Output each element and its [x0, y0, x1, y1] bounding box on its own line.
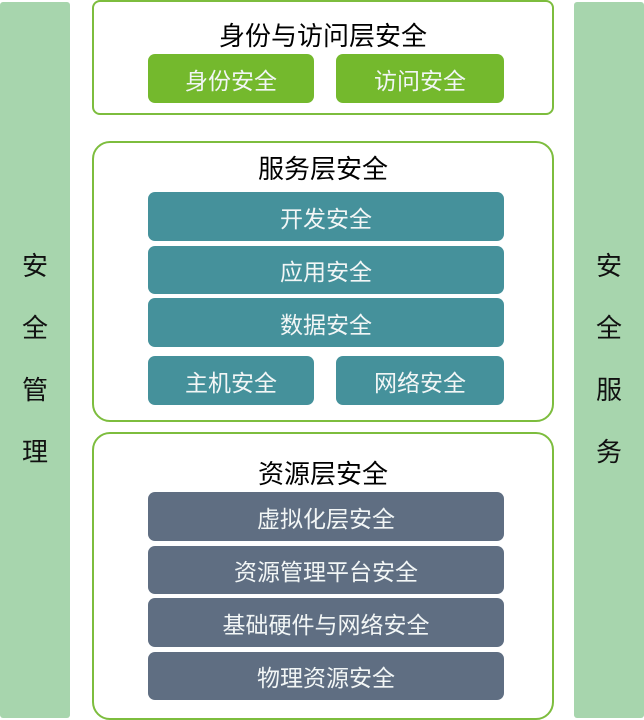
network-security-block: 网络安全 [336, 356, 504, 405]
security-service-bar: 安 全 服 务 [574, 2, 644, 718]
app-security-block: 应用安全 [148, 246, 504, 294]
bar-char: 全 [21, 314, 48, 344]
bar-char: 服 [595, 376, 622, 406]
virtualization-security-block: 虚拟化层安全 [148, 492, 504, 541]
identity-security-block: 身份安全 [148, 54, 314, 103]
bar-char: 管 [21, 376, 48, 406]
bar-char: 安 [21, 252, 48, 282]
hardware-network-security-block: 基础硬件与网络安全 [148, 598, 504, 647]
access-security-block: 访问安全 [336, 54, 504, 103]
security-management-bar: 安 全 管 理 [0, 2, 70, 718]
bar-char: 理 [21, 438, 48, 468]
data-security-block: 数据安全 [148, 298, 504, 347]
bar-char: 安 [595, 252, 622, 282]
layer-title: 身份与访问层安全 [218, 22, 427, 52]
physical-security-block: 物理资源安全 [148, 652, 504, 700]
dev-security-block: 开发安全 [148, 192, 504, 241]
host-security-block: 主机安全 [148, 356, 314, 405]
layer-title: 服务层安全 [257, 155, 388, 185]
resource-mgmt-security-block: 资源管理平台安全 [148, 546, 504, 594]
bar-char: 全 [595, 314, 622, 344]
layer-title: 资源层安全 [257, 460, 388, 490]
bar-char: 务 [595, 438, 622, 468]
